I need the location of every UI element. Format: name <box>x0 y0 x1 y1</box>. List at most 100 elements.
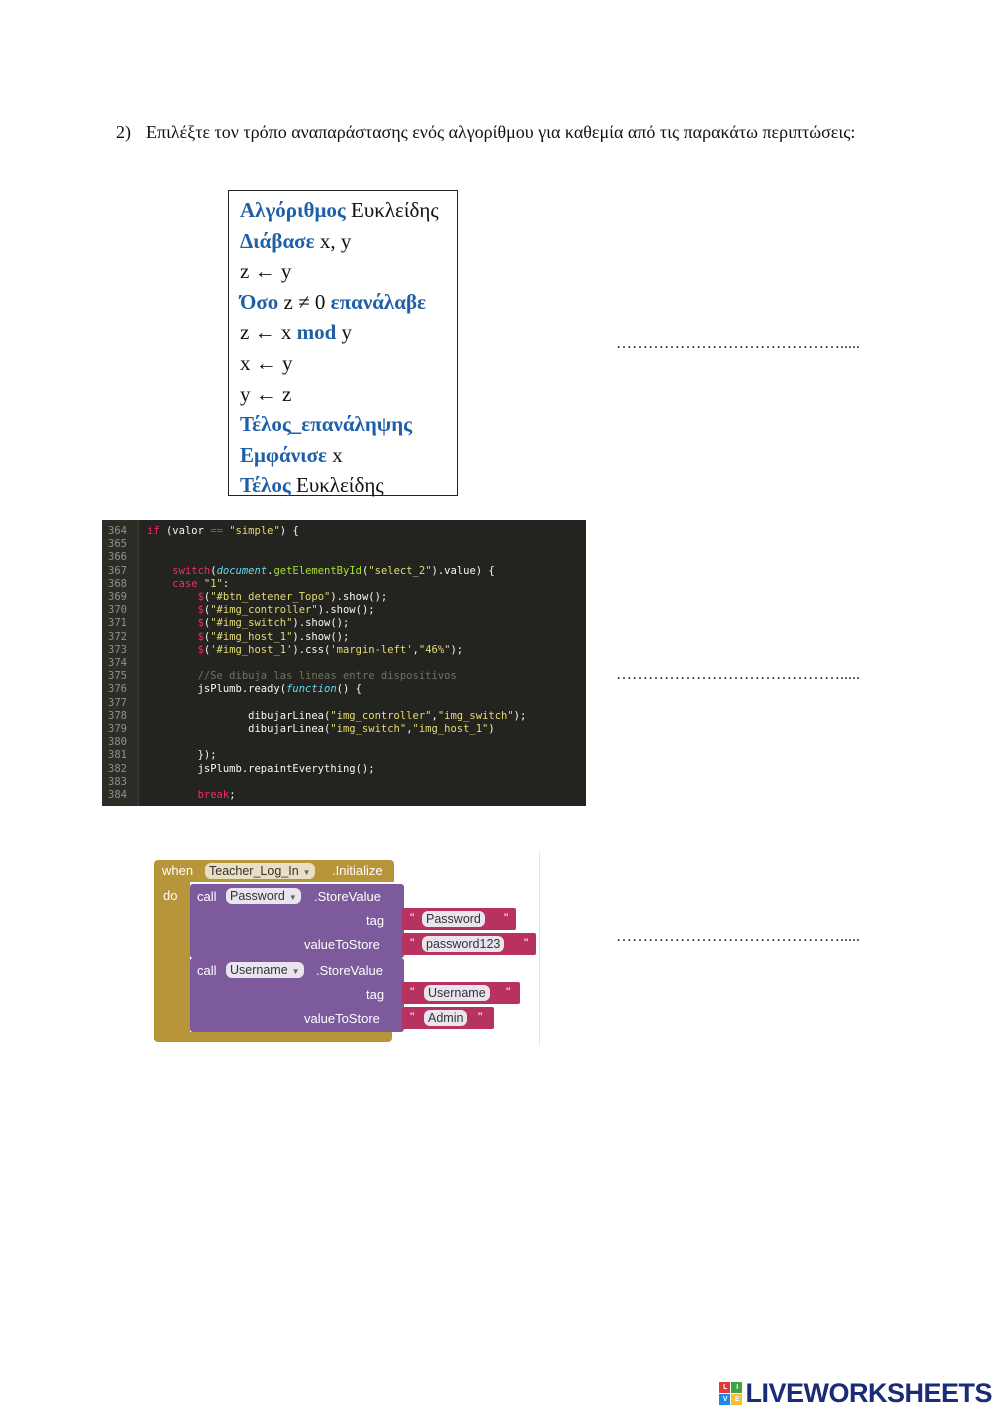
tag-text-username[interactable]: Username <box>424 985 490 1001</box>
code-token <box>147 617 198 629</box>
code-source: jsPlumb.repaintEverything(); <box>147 763 375 776</box>
code-token: jsPlumb.ready( <box>147 683 287 696</box>
code-source: $('#img_host_1').css('margin-left',"46%"… <box>147 643 464 657</box>
code-token: $ <box>197 591 204 603</box>
pseudocode-line: z ← y <box>240 256 457 287</box>
code-token: $ <box>197 643 204 656</box>
line-number: 377 <box>108 696 127 709</box>
code-source: dibujarLinea("img_switch","img_host_1") <box>147 723 495 736</box>
pseudocode-line: Τέλος Ευκλείδης <box>240 470 457 501</box>
code-token: jsPlumb.repaintEverything(); <box>147 762 375 775</box>
value-text-password123[interactable]: password123 <box>422 936 505 952</box>
line-number: 364 <box>108 525 127 537</box>
code-source: $("#btn_detener_Topo").show(); <box>147 591 388 604</box>
code-token: switch <box>172 564 211 577</box>
tag-text-password[interactable]: Password <box>422 911 485 927</box>
code-token: "46%" <box>418 643 451 656</box>
pseudocode-text: z ← x <box>240 320 297 345</box>
code-source: break; <box>147 789 236 802</box>
line-number: 376 <box>108 683 127 696</box>
dropdown-arrow-icon: ▼ <box>288 893 297 902</box>
pseudocode-text: y <box>336 320 353 345</box>
code-token: ).show(); <box>317 604 375 617</box>
pseudocode-line: Διάβασε x, y <box>240 226 457 257</box>
code-token <box>147 631 198 643</box>
line-number: 380 <box>108 736 127 749</box>
username-dropdown[interactable]: Username▼ <box>226 962 304 978</box>
pseudocode-text: Ευκλείδης <box>345 198 439 222</box>
pseudocode-keyword: επανάλαβε <box>330 289 426 314</box>
answer-blank-1[interactable]: ……………………………………..... <box>616 335 860 352</box>
code-token: function <box>286 683 337 696</box>
answer-blank-3[interactable]: ……………………………………..... <box>616 928 860 945</box>
logo-text: LIVEWORKSHEETS <box>745 1378 992 1408</box>
value-text-admin[interactable]: Admin <box>424 1010 468 1026</box>
dropdown-arrow-icon: ▼ <box>302 868 311 877</box>
code-token: "select_2" <box>368 564 432 577</box>
code-token: ).show(); <box>292 630 350 643</box>
code-token: document <box>216 564 268 577</box>
component-dropdown[interactable]: Teacher_Log_In▼ <box>205 863 315 879</box>
code-source: switch(document.getElementById("select_2… <box>147 564 494 578</box>
code-token <box>147 644 198 656</box>
pseudocode-text: y ← z <box>240 381 292 406</box>
line-number: 375 <box>108 670 127 683</box>
code-token: ( <box>203 643 211 656</box>
code-token: ); <box>450 643 464 656</box>
line-number: 378 <box>108 709 127 722</box>
line-number: 374 <box>108 657 127 669</box>
password-dropdown[interactable]: Password▼ <box>226 888 301 904</box>
line-number: 373 <box>108 643 127 656</box>
answer-blank-2[interactable]: ……………………………………..... <box>616 666 860 683</box>
code-token: dibujarLinea( <box>147 709 331 722</box>
pseudocode-text: x, y <box>314 228 352 253</box>
pseudocode-text: z ← y <box>240 259 292 284</box>
code-token <box>147 604 198 616</box>
pseudocode-keyword: Εμφάνισε <box>240 442 328 467</box>
code-token: == <box>210 525 223 537</box>
code-token: case <box>172 577 198 590</box>
line-number: 366 <box>108 551 127 564</box>
code-token: , <box>406 723 413 735</box>
code-token: ) <box>488 723 495 735</box>
code-token: ( <box>203 604 211 617</box>
code-token: "1" <box>197 577 223 590</box>
code-token: "#img_switch" <box>210 617 293 630</box>
line-number: 365 <box>108 538 127 551</box>
code-token: (valor <box>159 525 211 537</box>
pseudocode-text: Ευκλείδης <box>290 473 384 498</box>
code-token: dibujarLinea( <box>147 723 331 735</box>
line-number: 379 <box>108 723 127 735</box>
pseudocode-keyword: Τέλος_επανάληψης <box>240 412 413 437</box>
code-source: //Se dibuja las lineas entre dispositivo… <box>147 670 457 683</box>
code-source: }); <box>147 749 217 762</box>
block-code-screenshot: when Teacher_Log_In▼ .Initialize do call… <box>148 852 540 1046</box>
code-token: $ <box>197 617 204 630</box>
line-number: 367 <box>108 564 127 577</box>
pseudocode-keyword: mod <box>296 320 337 345</box>
question: 2) Επιλέξτε τον τρόπο αναπαράστασης ενός… <box>116 120 876 145</box>
pseudocode-line: y ← z <box>240 379 457 410</box>
line-number: 381 <box>108 749 127 762</box>
logo-square: L <box>719 1382 731 1393</box>
code-token: if <box>147 525 160 537</box>
code-token <box>147 578 172 590</box>
code-token: ).show(); <box>330 591 388 603</box>
code-token: . <box>267 564 274 577</box>
event-label: .Initialize <box>332 863 383 878</box>
code-token: ); <box>513 709 527 722</box>
code-token: "img_switch" <box>437 709 514 722</box>
code-source: $("#img_controller").show(); <box>147 604 375 617</box>
pseudocode-line: Όσο z ≠ 0 επανάλαβε <box>240 287 457 318</box>
question-number: 2) <box>116 122 131 142</box>
event-block-side <box>154 882 190 1040</box>
pseudocode-line: Τέλος_επανάληψης <box>240 409 457 440</box>
pseudocode-line: x ← y <box>240 348 457 379</box>
code-source: $("#img_switch").show(); <box>147 617 350 630</box>
code-token: ( <box>203 630 211 643</box>
code-token: ) { <box>279 525 299 537</box>
